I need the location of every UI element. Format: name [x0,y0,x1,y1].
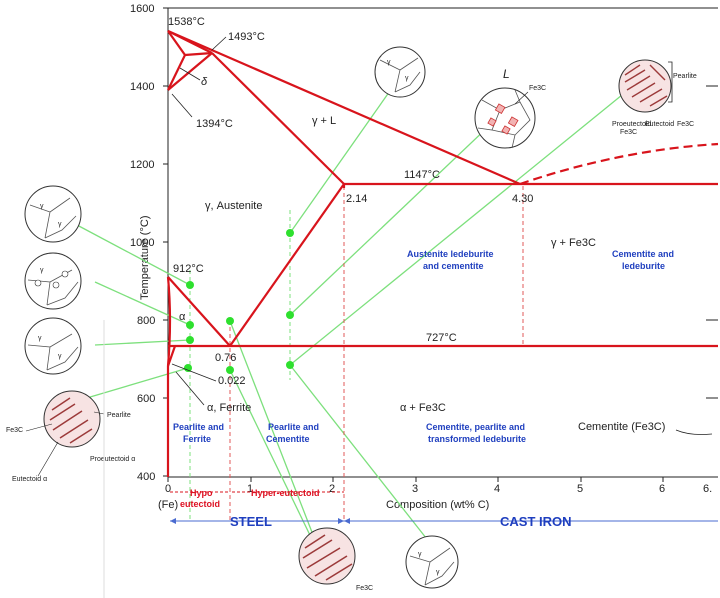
y-tick-400: 400 [137,471,155,483]
micro-fe3c-label: Fe3C [529,85,546,92]
phase-boundaries [166,29,719,477]
region-pearlite-ferrite-2: Ferrite [183,434,211,444]
phase-labels: L γ + L γ, Austenite γ + Fe3C α + Fe3C α… [175,67,713,435]
micro-bottom-gamma-2: γ [436,569,440,576]
micro-gamma-label-1: γ [387,59,391,66]
micro-proeutectoid-fe3c-label: Fe3C [620,129,637,136]
band-hypo-1: Hypo [190,488,213,498]
region-labels: Pearlite and Ferrite Pearlite and Cement… [173,249,674,444]
y-tick-1400: 1400 [130,81,154,93]
y-tick-1600: 1600 [130,3,154,15]
y-tick-1200: 1200 [130,159,154,171]
region-pearlite-cementite-2: Cementite [266,434,310,444]
composition-guides [189,186,524,520]
micro-pearlite-label: Pearlite [673,73,697,80]
micro-left-fe3c-label: Fe3C [6,427,23,434]
micro-gamma-liquid: γ γ [374,46,426,98]
phase-gamma-L: γ + L [312,115,336,127]
region-cem-pearlite-led-2: transformed ledeburite [428,434,526,444]
micro-bottom-gamma-1: γ [418,551,422,558]
region-pearlite-cementite-1: Pearlite and [268,422,319,432]
x-tick-5: 5 [577,483,583,495]
micro-left-gamma-3: γ [40,267,44,274]
micro-bottom-gamma: γ γ [405,535,459,589]
x-tick-0: 0 [165,483,171,495]
micro-left-pearlite-label: Pearlite [107,412,131,419]
label-1147: 1147°C [404,169,440,181]
x-tick-6-7: 6. [703,483,712,495]
micro-left-ferrite: γ γ [24,317,82,375]
x-tick-2: 2 [329,483,335,495]
micro-left-pearlite: Pearlite Fe3C Proeutectoid α Eutectoid α [6,390,135,483]
micro-left-austenite: γ γ [24,185,82,243]
micro-bottom-fe3c-label: Fe3C [356,585,373,592]
y-tick-1000: 1000 [130,237,154,249]
region-pearlite-ferrite-1: Pearlite and [173,422,224,432]
band-cast-iron: CAST IRON [500,514,572,529]
region-cem-led-2: ledeburite [622,261,665,271]
label-1538: 1538°C [168,16,205,28]
classification-bands: Hypo eutectoid Hyper-eutectoid STEEL CAS… [170,488,718,529]
micro-left-gamma-alpha: γ [24,252,82,310]
point-labels: 1538°C 1493°C δ 1394°C 1147°C 2.14 4.30 … [168,16,533,387]
micro-left-gamma-5: γ [58,353,62,360]
y-tick-800: 800 [137,315,155,327]
micro-gamma-label-2: γ [405,75,409,82]
phase-gamma-fe3c: γ + Fe3C [551,237,596,249]
phase-alpha-fe3c: α + Fe3C [400,402,446,414]
micro-proeutectoid-label: Proeutectoid [612,121,651,128]
label-delta: δ [201,76,208,88]
fe-label: (Fe) [158,499,178,511]
phase-cementite: Cementite (Fe3C) [578,421,665,433]
label-0.76: 0.76 [215,352,236,364]
x-tick-1: 1 [247,483,253,495]
band-hypo-2: eutectoid [180,499,220,509]
label-912: 912°C [173,263,204,275]
y-axis-title: Temperature (°C) [139,216,151,300]
micro-hypereutectic: Pearlite Proeutectoid Fe3C Eutectoid Fe3… [612,59,697,136]
leader-lines [76,87,623,561]
band-hyper: Hyper-eutectoid [251,488,320,498]
phase-ferrite: α, Ferrite [207,402,251,414]
micro-left-eutectoid-label: Eutectoid α [12,476,47,483]
region-cem-led-1: Cementite and [612,249,674,259]
region-aust-led-cem-2: and cementite [423,261,484,271]
micro-left-gamma-1: γ [40,203,44,210]
composition-dots [184,229,294,374]
region-aust-led-cem-1: Austenite ledeburite [407,249,494,259]
label-727: 727°C [426,332,457,344]
label-0.022: 0.022 [218,375,246,387]
axes: 1600 1400 1200 1000 800 600 400 Temperat… [130,3,718,511]
micro-left-gamma-4: γ [38,335,42,342]
x-axis-title: Composition (wt% C) [386,499,489,511]
micro-bottom-pearlite: Fe3C [298,527,373,592]
label-1493: 1493°C [228,31,265,43]
y-tick-600: 600 [137,393,155,405]
region-cem-pearlite-led-1: Cementite, pearlite and [426,422,525,432]
band-steel: STEEL [230,514,272,529]
phase-austenite: γ, Austenite [205,200,262,212]
label-alpha-small: α [179,311,186,323]
micro-liquid-fe3c: Fe3C [474,85,546,149]
micro-left-gamma-2: γ [58,221,62,228]
label-4.30: 4.30 [512,193,533,205]
micro-left-proeutectoid-label: Proeutectoid α [90,456,135,463]
x-tick-4: 4 [494,483,500,495]
phase-L: L [503,67,510,81]
micro-eutectoid-fe3c-label: Fe3C [677,121,694,128]
micro-eutectoid-label: Eutectoid [645,121,674,128]
label-2.14: 2.14 [346,193,367,205]
x-tick-6: 6 [659,483,665,495]
x-tick-3: 3 [412,483,418,495]
label-1394: 1394°C [196,118,233,130]
